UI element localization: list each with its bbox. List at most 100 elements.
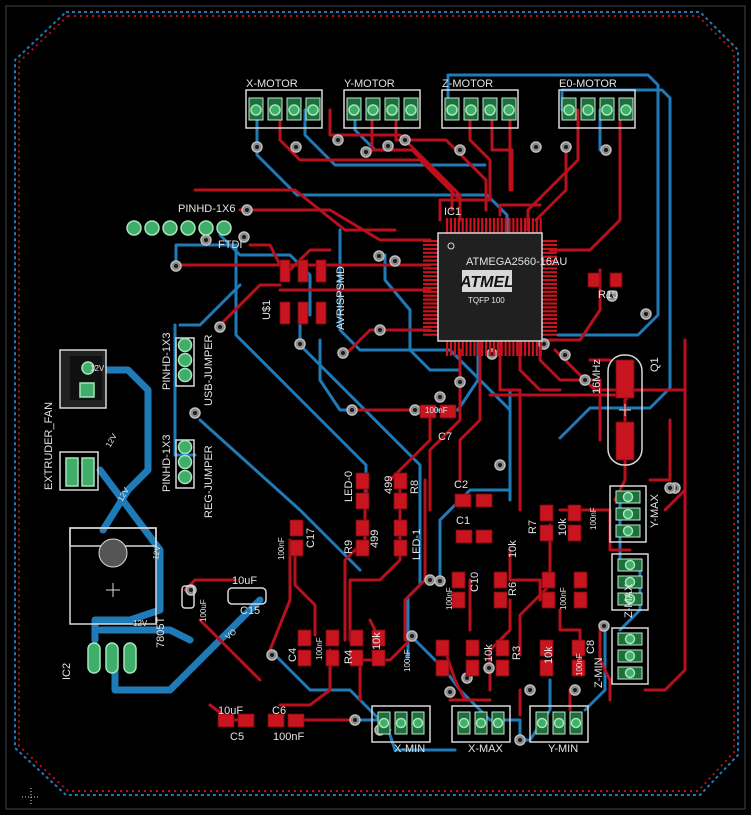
smd-pad-49 [571, 659, 586, 677]
smd-pad-15 [289, 539, 304, 557]
freq-label: 16MHz [591, 359, 603, 394]
r10-label: R10 [598, 289, 618, 301]
smd-pad-7 [355, 492, 370, 510]
c17-label: C17 [305, 528, 317, 548]
c2-label: C2 [454, 479, 468, 491]
ic1-atmega: ATMEL TQFP 100 ATMEGA2560-16AU IC1 [423, 206, 567, 356]
reg7805-label: 7805T [155, 617, 167, 648]
c100uf-label: 100uF [199, 599, 208, 622]
c6-label: C6 [272, 705, 286, 717]
smd-pad-4 [455, 529, 473, 544]
c15-outline [227, 587, 267, 605]
c100nf-e-label: 100nF [575, 653, 584, 676]
smd-pad-35 [493, 591, 508, 609]
motor-header-3 [558, 89, 636, 129]
smd-pad-45 [495, 659, 510, 677]
smd-pad-27 [371, 649, 386, 667]
smd-pad-47 [539, 659, 554, 677]
c1-label: C1 [456, 515, 470, 527]
ic2-label: IC2 [61, 663, 73, 680]
r4-label: R4 [343, 650, 355, 664]
atmega-label: ATMEGA2560-16AU [466, 256, 567, 268]
smd-pad-20 [297, 629, 312, 647]
c100nf-c-label: 100nF [559, 587, 568, 610]
smd-pad-11 [355, 539, 370, 557]
avrisp-smd: AVRISPSMD U$1 [261, 259, 347, 330]
r6-label: R6 [507, 582, 519, 596]
smd-pad-43 [465, 659, 480, 677]
r10k-d-label: 10k [543, 646, 555, 664]
smd-pad-1 [439, 404, 457, 419]
r10k-a-label: 10k [557, 518, 569, 536]
r10k-b-label: 10k [507, 540, 519, 558]
smd-pad-3 [475, 493, 493, 508]
smd-pad-36 [541, 571, 556, 589]
smd-pad-40 [435, 639, 450, 657]
smd-pad-6 [355, 472, 370, 490]
smd-pad-18 [267, 713, 285, 728]
smd-pad-2 [454, 493, 472, 508]
smd-pad-39 [573, 591, 588, 609]
smd-pad-22 [325, 629, 340, 647]
smd-pad-24 [349, 629, 364, 647]
endstop-headers: X-MIN X-MAX Y-MIN Y-MAX Z-MAX Z-MIN [371, 485, 661, 755]
smd-pad-8 [393, 472, 408, 490]
z-min-label: Z-MIN [593, 657, 605, 688]
usb-jumper-label: USB-JUMPER [203, 334, 215, 406]
y-min-label: Y-MIN [548, 743, 578, 755]
smd-pad-12 [393, 519, 408, 537]
avrisp-label: AVRISPSMD [335, 266, 347, 330]
led1-label: LED-1 [411, 529, 423, 560]
y-motor-label: Y-MOTOR [344, 78, 395, 90]
pinhd-1x3-b-label: PINHD-1X3 [161, 435, 173, 492]
c5-val-label: 10uF [218, 705, 243, 717]
smd-pad-29 [539, 524, 554, 542]
extruder-fan-label: EXTRUDER_FAN [43, 402, 55, 490]
endstop-header-v-2 [611, 627, 649, 685]
smd-pad-17 [237, 713, 255, 728]
x-min-label: X-MIN [394, 743, 425, 755]
smd-pad-42 [465, 639, 480, 657]
smd-pad-46 [539, 639, 554, 657]
endstop-header-v-0 [609, 485, 647, 543]
r10-resistor: R10 [587, 272, 623, 301]
c15-label: C15 [240, 605, 260, 617]
smd-pad-19 [287, 713, 305, 728]
smd-pad-32 [451, 571, 466, 589]
motor-headers: X-MOTOR Y-MOTOR Z-MOTOR E0-MOTOR [245, 78, 636, 129]
smd-pad-44 [495, 639, 510, 657]
c15-val-label: 10uF [232, 575, 257, 587]
smd-pad-37 [541, 591, 556, 609]
endstop-header-h-1 [451, 705, 511, 743]
smd-pad-16 [217, 713, 235, 728]
c100nf-d-label: 100nF [403, 649, 412, 672]
ftdi-label: FTDI [218, 239, 242, 251]
v12-label-d: 12V [151, 544, 162, 560]
smd-pad-5 [475, 529, 493, 544]
r9-label: R9 [343, 540, 355, 554]
motor-header-1 [343, 89, 421, 129]
passive-labels: 100nF C7 C2 C1 LED-0 LED-1 R8 499 R9 499… [199, 406, 598, 743]
endstop-header-v-1 [611, 553, 649, 611]
smd-pad-31 [567, 524, 582, 542]
motor-header-2 [441, 89, 519, 129]
tqfp-label: TQFP 100 [468, 296, 505, 305]
smd-pad-13 [393, 539, 408, 557]
smd-pad-38 [573, 571, 588, 589]
smd-pad-28 [539, 504, 554, 522]
pinhd-1x3-a-label: PINHD-1X3 [161, 333, 173, 390]
r499b-label: 499 [369, 530, 381, 548]
pinhd-1x6-label: PINHD-1X6 [178, 203, 235, 215]
atmel-logo-text: ATMEL [459, 274, 514, 291]
smd-pad-34 [493, 571, 508, 589]
smd-pad-14 [289, 519, 304, 537]
c5-label: C5 [230, 731, 244, 743]
smd-pad-10 [355, 519, 370, 537]
smd-pad-41 [435, 659, 450, 677]
fan-connector: 12V EXTRUDER_FAN 12V 12V 12V 12V VO [43, 349, 238, 642]
ic1-label: IC1 [444, 206, 461, 218]
c10-label: C10 [469, 572, 481, 592]
r7-label: R7 [527, 520, 539, 534]
e0-motor-label: E0-MOTOR [559, 78, 617, 90]
